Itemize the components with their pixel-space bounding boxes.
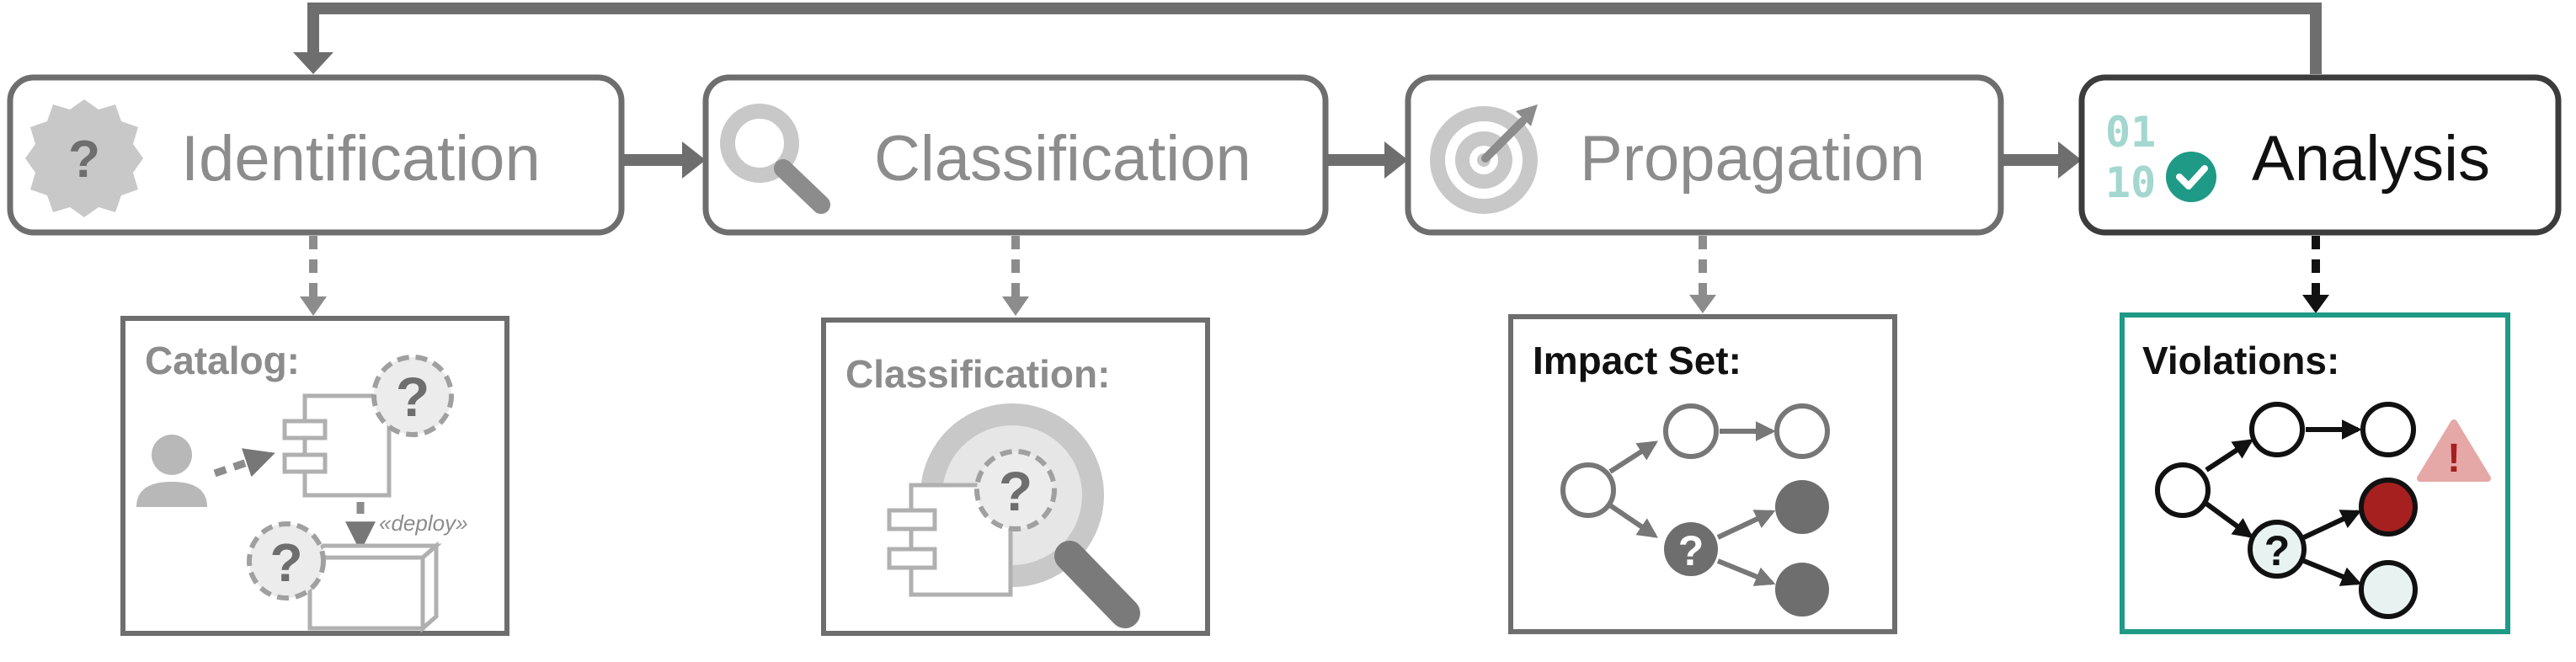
warning-icon: ! xyxy=(2417,419,2491,482)
classification-card-title: Classification: xyxy=(845,352,1110,396)
stage-label-analysis: Analysis xyxy=(2252,123,2490,195)
warning-mark: ! xyxy=(2447,436,2461,481)
stage-label-classification: Classification xyxy=(874,123,1251,195)
classification-question-mark: ? xyxy=(999,460,1032,522)
graph-node xyxy=(1663,403,1719,459)
graph-node xyxy=(2249,402,2305,457)
graph-node-unknown xyxy=(1664,522,1718,576)
violations-question-mark: ? xyxy=(2264,527,2291,574)
catalog-card-title: Catalog: xyxy=(145,339,300,382)
question-circle-icon: ? xyxy=(371,355,454,437)
feedback-loop-arrow xyxy=(293,3,2322,74)
catalog-question-mark-top: ? xyxy=(396,366,429,428)
badge-question-mark: ? xyxy=(68,131,100,189)
stage-propagation[interactable]: Propagation xyxy=(1405,74,2004,236)
impact-question-mark: ? xyxy=(1678,527,1704,574)
classification-card: Classification: ? xyxy=(821,318,1210,636)
impact-set-card: Impact Set: ? xyxy=(1508,314,1897,634)
graph-node xyxy=(2360,402,2416,457)
graph-node-impacted xyxy=(1775,563,1829,617)
binary-top: 01 xyxy=(2105,108,2156,157)
graph-node-violating xyxy=(2359,478,2418,537)
violations-card: Violations: ? ! xyxy=(2120,312,2510,634)
deployment-node-icon xyxy=(304,541,442,633)
graph-node xyxy=(1560,462,1616,518)
graph-node-impacted xyxy=(1775,480,1829,534)
graph-node xyxy=(2155,462,2211,518)
question-circle-icon: ? xyxy=(247,521,326,601)
stage-arrows xyxy=(621,141,2082,179)
graph-node xyxy=(1774,403,1830,459)
violations-graph: ? xyxy=(2155,402,2418,619)
catalog-card: Catalog: ? «deploy» ? xyxy=(120,316,509,636)
stage-label-identification: Identification xyxy=(181,123,541,195)
impact-set-card-title: Impact Set: xyxy=(1533,339,1741,382)
stage-analysis[interactable]: 01 10 Analysis xyxy=(2078,74,2562,236)
impact-graph: ? xyxy=(1560,403,1830,617)
catalog-question-mark-bottom: ? xyxy=(269,532,302,593)
magnifier-icon xyxy=(720,104,830,214)
component-icon xyxy=(282,393,392,498)
stage-classification[interactable]: Classification xyxy=(702,74,1329,236)
dashed-down-arrows xyxy=(300,236,2329,316)
graph-node-unknown xyxy=(2248,520,2307,579)
question-circle-icon: ? xyxy=(974,449,1057,531)
target-icon xyxy=(1430,104,1538,214)
graph-node-safe xyxy=(2359,560,2418,619)
stage-identification[interactable]: ? Identification xyxy=(7,74,625,236)
stage-label-propagation: Propagation xyxy=(1580,123,1925,195)
user-icon xyxy=(136,435,207,507)
badge-question-icon: ? xyxy=(25,99,143,217)
violations-card-title: Violations: xyxy=(2142,339,2339,382)
binary-check-icon: 01 10 xyxy=(2105,108,2216,207)
binary-bottom: 10 xyxy=(2105,158,2156,207)
deploy-label: «deploy» xyxy=(379,510,468,536)
